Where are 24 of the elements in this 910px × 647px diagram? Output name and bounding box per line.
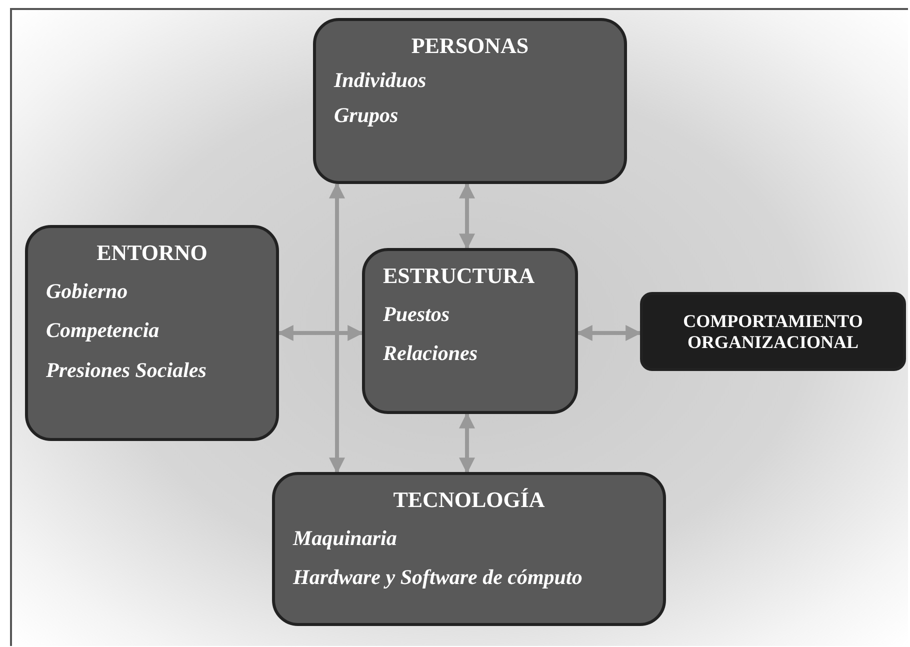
double-arrow (459, 412, 475, 474)
double-arrow (459, 182, 475, 250)
category-box (272, 472, 666, 626)
box-heading: ENTORNO (96, 240, 208, 266)
box-heading: TECNOLOGÍA (392, 487, 546, 512)
box-item: Individuos (334, 68, 428, 94)
box-heading: PERSONAS (410, 33, 530, 58)
double-arrow (576, 325, 642, 341)
box-heading: COMPORTAMIENTO ORGANIZACIONAL (682, 310, 864, 352)
box-item: Presiones Sociales (46, 358, 208, 383)
box-item: Relaciones (383, 341, 478, 367)
category-box (313, 18, 627, 184)
outcome-box (640, 292, 906, 371)
box-item: Hardware y Software de cómputo (293, 565, 584, 591)
box-item: Grupos (334, 103, 400, 129)
category-box (25, 225, 279, 441)
double-arrow (329, 182, 345, 474)
box-item: Gobierno (46, 279, 129, 304)
box-item: Puestos (383, 302, 451, 328)
category-box (362, 248, 578, 414)
double-arrow (277, 325, 364, 341)
box-item: Competencia (46, 318, 160, 344)
box-item: Maquinaria (293, 526, 398, 552)
box-heading: ESTRUCTURA (383, 263, 536, 288)
